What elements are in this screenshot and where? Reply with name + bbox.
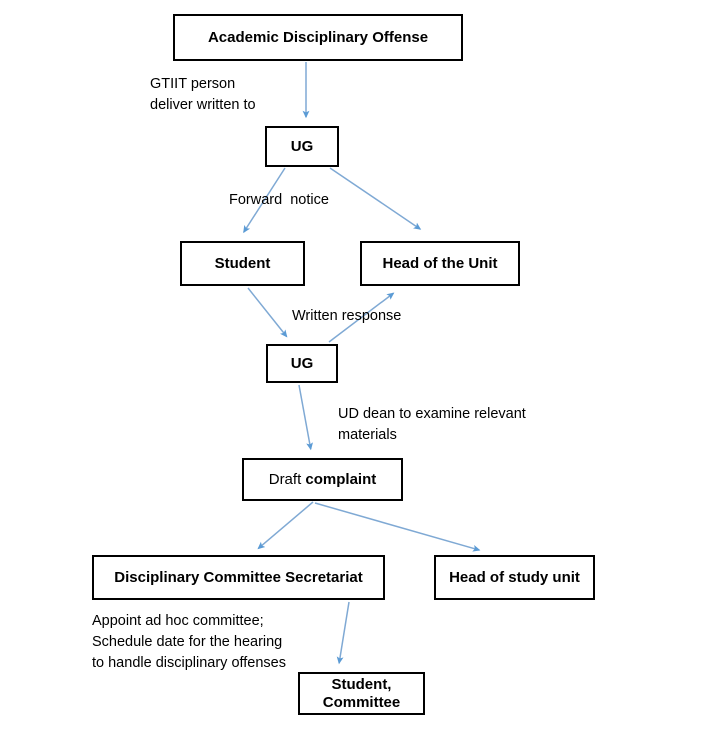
node-offense[interactable]: Academic Disciplinary Offense [173,14,463,61]
connector-draft-to-head-study [314,502,481,552]
node-label-ug2: UG [290,354,314,372]
node-label-head_study: Head of study unit [449,568,580,586]
node-student[interactable]: Student [180,241,305,286]
edge-label-written: Written response [292,308,402,324]
edge-label-appoint: Appoint ad hoc committee; Schedule date … [92,613,286,672]
edge-label-gtiit: GTIIT person deliver written to [150,76,256,114]
node-label-offense: Academic Disciplinary Offense [207,28,429,46]
edge-label-uddean: UD dean to examine relevant materials [338,406,526,444]
connector-student-to-ug2 [247,287,288,338]
node-label-ug1: UG [290,137,314,155]
node-ug1[interactable]: UG [265,126,339,167]
edge-label-forward: Forward notice [229,192,329,208]
node-ug2[interactable]: UG [266,344,338,383]
connector-ug1-to-head-unit [329,167,422,230]
node-student_cmt[interactable]: Student,Committee [298,672,425,715]
node-label-head_unit: Head of the Unit [382,254,498,272]
node-head_unit[interactable]: Head of the Unit [360,241,520,286]
connector-ug2-to-draft [298,384,313,451]
node-label-student_cmt: Student,Committee [322,676,401,711]
node-draft[interactable]: Draft complaint [242,458,403,501]
node-label-emphasis-draft: complaint [305,470,377,488]
node-label-secretariat: Disciplinary Committee Secretariat [114,568,363,586]
node-head_study[interactable]: Head of study unit [434,555,595,600]
node-label-prefix-draft: Draft [268,470,306,488]
connector-draft-to-secretariat [257,501,314,550]
node-label-draft: Draft complaint [263,471,383,488]
node-secretariat[interactable]: Disciplinary Committee Secretariat [92,555,385,600]
node-label-student: Student [214,254,271,272]
connector-secretariat-to-student-committee [336,601,350,665]
